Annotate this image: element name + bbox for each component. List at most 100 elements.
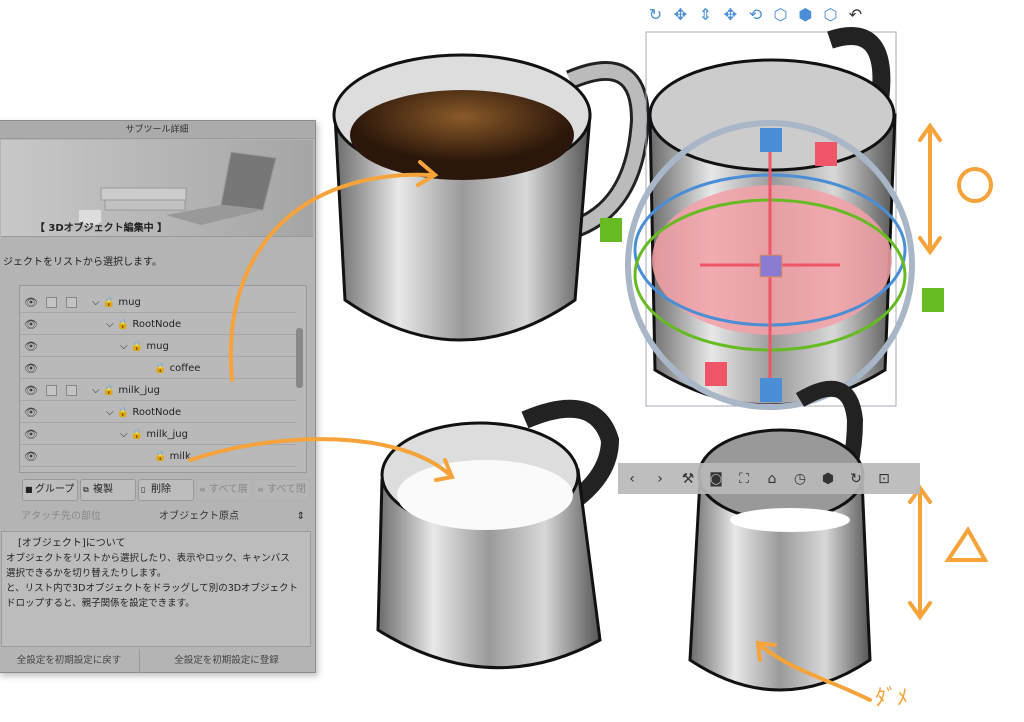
gizmo-handle (815, 142, 837, 166)
chevron-left-icon[interactable]: ‹ (629, 470, 635, 487)
checkbox[interactable] (66, 385, 77, 396)
camera-rotate-icon[interactable]: ↻ (648, 5, 663, 24)
tree-label: ⌵ 🔒 mug (92, 297, 141, 308)
expand-label: すべて展 (209, 484, 248, 495)
mug-selected[interactable] (600, 27, 944, 410)
info-box: [オブジェクト]について オブジェクトをリストから選択したり、表示やロック、キャ… (1, 531, 311, 647)
object-scale-icon[interactable]: ⬡ (823, 5, 838, 24)
tree-item[interactable]: 👁 ⌵ 🔒 mug (20, 336, 296, 357)
banner-caption: 【 3Dオブジェクト編集中 】 (34, 223, 168, 234)
panel-description: ジェクトをリストから選択します。 (3, 257, 162, 268)
duplicate-icon: ⧉ (83, 485, 89, 494)
tree-item[interactable]: 👁 ⌵ 🔒 mug (20, 292, 296, 313)
gizmo-handle (922, 288, 944, 312)
tree-label: 🔒 coffee (154, 363, 201, 374)
gizmo-handle (705, 362, 727, 386)
eye-icon[interactable]: 👁 (24, 406, 38, 419)
mug-coffee[interactable] (332, 53, 651, 342)
desk-illustration (69, 151, 277, 233)
eye-icon[interactable]: 👁 (24, 296, 38, 309)
collapse-icon: ≡ (257, 485, 264, 494)
register-defaults-button[interactable]: 全設定を初期設定に登録 (139, 649, 313, 673)
info-line: オブジェクトをリストから選択したり、表示やロック、キャンバス (6, 553, 290, 564)
rotate-reset-icon[interactable]: ↻ (850, 470, 862, 487)
tree-item[interactable]: 👁 ⌵ 🔒 milk_jug (20, 380, 296, 401)
collapse-label: すべて閉 (267, 484, 306, 495)
object-launcher: ‹ › ⚒ ◙ ⛶ ⌂ ◷ ⬢ ↻ ⊡ (618, 463, 920, 494)
group-button[interactable]: ■グループ (22, 479, 78, 501)
tree-label: ⌵ 🔒 milk_jug (120, 429, 188, 440)
milk-jug-view[interactable] (688, 380, 872, 692)
eye-icon[interactable]: 👁 (24, 362, 38, 375)
bad-mark: ﾀﾞﾒ (875, 686, 908, 711)
object-rotate-icon[interactable]: ⟲ (748, 5, 763, 24)
tree-label: ⌵ 🔒 RootNode (106, 407, 182, 418)
camera-pan-icon[interactable]: ✥ (673, 5, 688, 24)
snap-to-floor-icon[interactable]: ↶ (848, 5, 863, 24)
list-scrollbar[interactable] (296, 328, 303, 388)
camera-zoom-icon[interactable]: ⇕ (698, 5, 713, 24)
trash-icon: ▯ (141, 485, 146, 494)
collapse-all-button[interactable]: ≡すべて閉 (254, 479, 310, 501)
info-line: ドロップすると、親子関係を設定できます。 (6, 598, 195, 609)
chevron-right-icon[interactable]: › (657, 470, 663, 487)
tree-item[interactable]: 👁 ⌵ 🔒 RootNode (20, 402, 296, 423)
subtool-detail-panel: サブツール詳細 【 3Dオブジェクト編集中 】 ジェクトをリストから選択します。… (0, 120, 316, 673)
gizmo-handle (760, 128, 782, 152)
circle-mark (957, 167, 993, 203)
eye-icon[interactable]: 👁 (24, 340, 38, 353)
info-line: と、リスト内で3Dオブジェクトをドラッグして別の3Dオブジェクト (6, 583, 299, 594)
eye-icon[interactable]: 👁 (24, 450, 38, 463)
tree-item[interactable]: 👁 ⌵ 🔒 milk_jug (20, 424, 296, 445)
tree-item[interactable]: 👁 ⌵ 🔒 RootNode (20, 314, 296, 335)
checkbox[interactable] (46, 385, 57, 396)
delete-button[interactable]: ▯ 削除 (138, 479, 194, 501)
attach-select[interactable]: オブジェクト原点 (159, 511, 239, 522)
tree-item[interactable]: 👁 🔒 milk (20, 446, 296, 467)
rotation-ring (625, 120, 915, 410)
reset-defaults-button[interactable]: 全設定を初期設定に戻す (16, 655, 122, 666)
tree-label: ⌵ 🔒 RootNode (106, 319, 182, 330)
delete-label: 削除 (151, 484, 171, 495)
checkbox[interactable] (46, 297, 57, 308)
reset-angle-icon[interactable]: ◷ (793, 470, 807, 487)
tree-label: ⌵ 🔒 milk_jug (92, 385, 160, 396)
info-line: 選択できるかを切り替えたりします。 (6, 568, 167, 579)
banner-image: 【 3Dオブジェクト編集中 】 (1, 140, 313, 237)
tree-label: 🔒 milk (154, 451, 191, 462)
eye-icon[interactable]: 👁 (24, 428, 38, 441)
milk-jug[interactable] (376, 399, 620, 670)
fit-view-icon[interactable]: ⛶ (739, 470, 749, 487)
panel-title: サブツール詳細 (0, 121, 315, 139)
object-rotate-xy-icon[interactable]: ⬡ (773, 5, 788, 24)
info-title: [オブジェクト]について (18, 538, 126, 549)
gizmo-handle (760, 378, 782, 402)
camera-icon[interactable]: ◙ (709, 470, 723, 487)
gizmo-handle (600, 218, 622, 242)
gizmo-toolbar: ↻ ✥ ⇕ ✥ ⟲ ⬡ ⬢ ⬡ ↶ (645, 5, 866, 24)
folder-icon: ■ (25, 485, 33, 494)
lock-icon[interactable]: ⊡ (878, 470, 890, 487)
eye-icon[interactable]: 👁 (24, 318, 38, 331)
expand-icon: ≡ (199, 485, 206, 494)
object-settings-icon[interactable]: ⬢ (821, 470, 835, 487)
duplicate-button[interactable]: ⧉複製 (80, 479, 136, 501)
attach-row: アタッチ先の部位 オブジェクト原点 ⇕ (1, 507, 313, 527)
object-tree-list[interactable]: 👁 ⌵ 🔒 mug 👁 ⌵ 🔒 RootNode 👁 ⌵ 🔒 mug 👁 🔒 coffe… (19, 285, 307, 473)
checkbox[interactable] (66, 297, 77, 308)
wrench-icon[interactable]: ⚒ (681, 470, 695, 487)
tree-item[interactable]: 👁 🔒 coffee (20, 358, 296, 379)
triangle-mark (944, 526, 989, 562)
object-rotate-z-icon[interactable]: ⬢ (798, 5, 813, 24)
object-move-icon[interactable]: ✥ (723, 5, 738, 24)
annotation-arrows (188, 122, 993, 702)
tree-label: ⌵ 🔒 mug (120, 341, 169, 352)
attach-label: アタッチ先の部位 (21, 511, 101, 522)
floor-icon[interactable]: ⌂ (767, 470, 777, 487)
eye-icon[interactable]: 👁 (24, 384, 38, 397)
gizmo-center-handle (759, 254, 783, 278)
chevron-updown-icon[interactable]: ⇕ (296, 511, 305, 522)
group-label: グループ (35, 484, 75, 495)
expand-all-button[interactable]: ≡すべて展 (196, 479, 252, 501)
